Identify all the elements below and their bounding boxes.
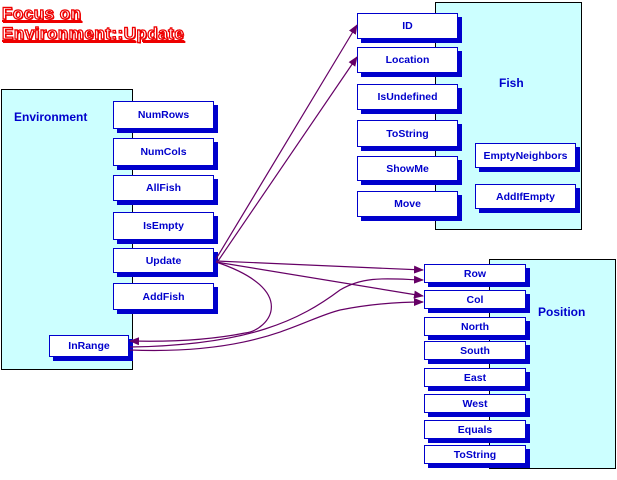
method-fish-addifempty[interactable]: AddIfEmpty — [475, 184, 576, 209]
method-fish-showme[interactable]: ShowMe — [357, 156, 458, 181]
arrow-update-to-position-row — [215, 260, 424, 274]
method-fish-move[interactable]: Move — [357, 191, 458, 217]
environment-class-panel — [1, 89, 133, 370]
method-environment-inrange[interactable]: InRange — [49, 335, 129, 357]
diagram-title-line2: Environment::Update — [1, 23, 185, 43]
method-environment-addfish[interactable]: AddFish — [113, 283, 214, 310]
method-fish-tostring[interactable]: ToString — [357, 120, 458, 147]
method-fish-emptyneighbors[interactable]: EmptyNeighbors — [475, 143, 576, 168]
method-position-col[interactable]: Col — [424, 290, 526, 309]
method-environment-numrows[interactable]: NumRows — [113, 101, 214, 129]
fish-class-label: Fish — [499, 76, 524, 90]
method-environment-update[interactable]: Update — [113, 248, 214, 273]
method-position-tostring[interactable]: ToString — [424, 445, 526, 464]
method-environment-numcols[interactable]: NumCols — [113, 138, 214, 166]
method-fish-location[interactable]: Location — [357, 47, 458, 73]
method-position-south[interactable]: South — [424, 341, 526, 360]
method-environment-isempty[interactable]: IsEmpty — [113, 212, 214, 240]
method-position-east[interactable]: East — [424, 368, 526, 387]
environment-class-label: Environment — [14, 110, 88, 124]
method-environment-allfish[interactable]: AllFish — [113, 175, 214, 201]
position-class-label: Position — [538, 305, 586, 319]
method-position-west[interactable]: West — [424, 394, 526, 413]
diagram-title-line1: Focus on — [1, 3, 82, 23]
arrow-update-to-fish-location — [217, 56, 358, 262]
arrow-update-to-fish-id — [215, 24, 358, 260]
method-fish-id[interactable]: ID — [357, 13, 458, 39]
method-position-north[interactable]: North — [424, 317, 526, 336]
method-position-equals[interactable]: Equals — [424, 420, 526, 439]
method-position-row[interactable]: Row — [424, 264, 526, 283]
method-fish-isundefined[interactable]: IsUndefined — [357, 84, 458, 110]
arrow-update-to-position-col — [215, 261, 424, 299]
